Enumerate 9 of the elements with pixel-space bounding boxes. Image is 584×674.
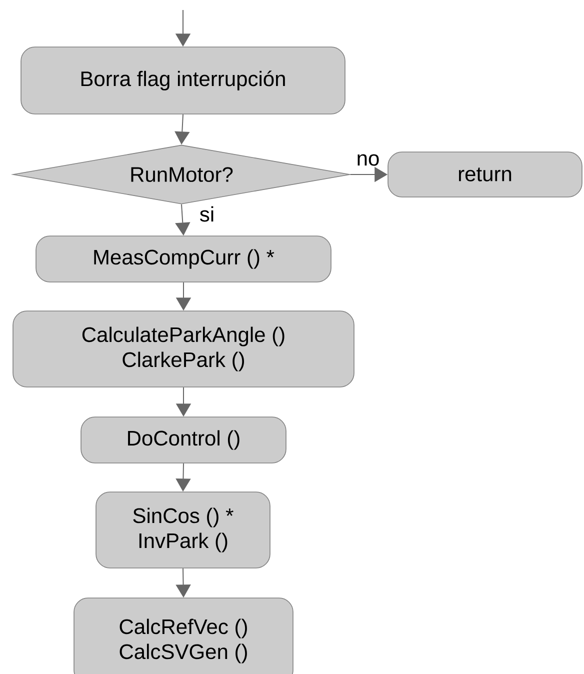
process-box: Borra flag interrupción [20, 46, 346, 114]
process-box: SinCos () * InvPark () [96, 492, 270, 568]
process-box: CalculateParkAngle () ClarkePark () [12, 310, 354, 388]
process-box: MeasCompCurr () * [36, 236, 332, 282]
edge-label: si [198, 205, 216, 223]
process-box: return [388, 152, 582, 198]
edge-label: no [355, 153, 381, 167]
process-box: DoControl () [80, 416, 286, 464]
process-box: CalcRefVec () CalcSVGen () [74, 598, 294, 674]
